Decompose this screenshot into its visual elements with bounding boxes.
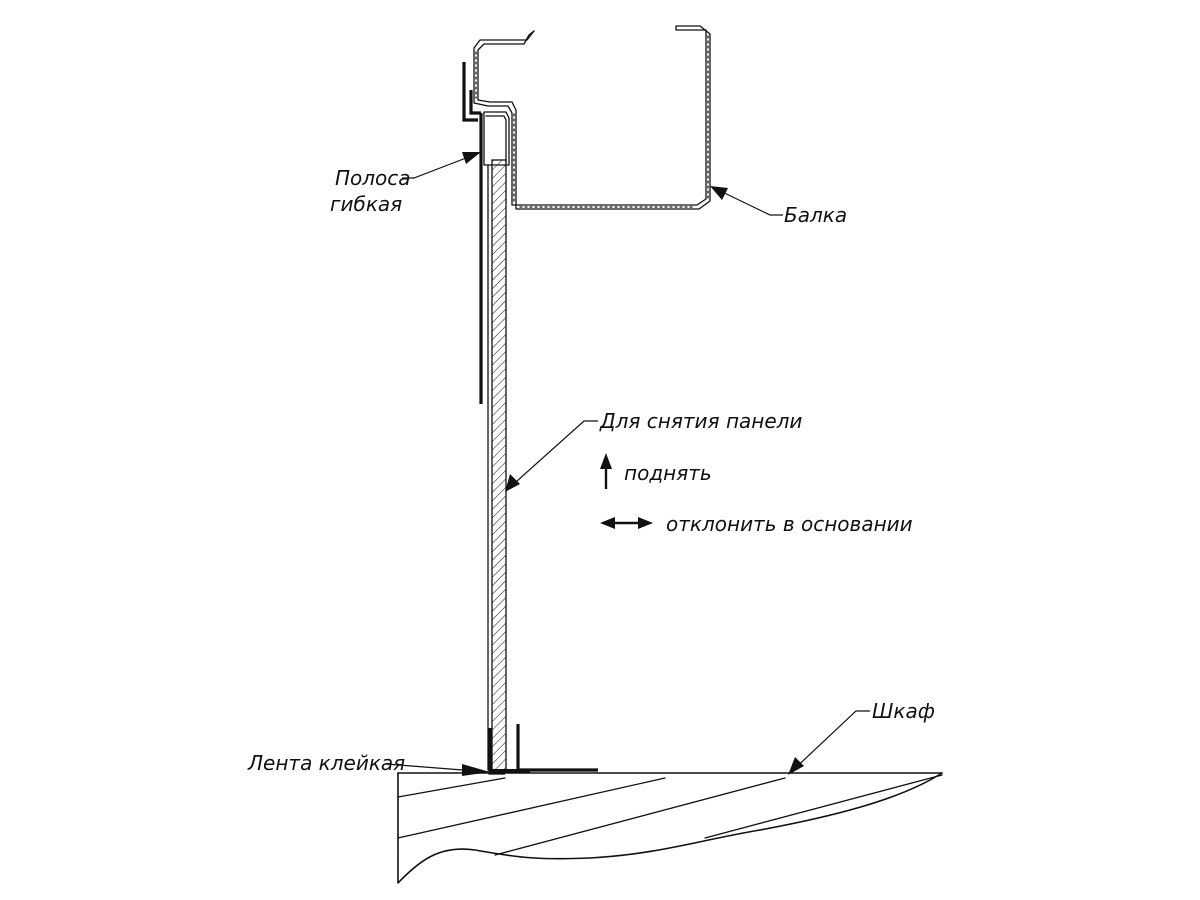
label-beam: Балка — [784, 203, 847, 227]
label-strip-line2: гибкая — [330, 192, 402, 216]
leader-beam — [710, 186, 783, 216]
double-arrow-horizontal-icon — [600, 517, 653, 529]
label-panel-removal: Для снятия панели — [599, 409, 802, 433]
arrow-up-icon — [600, 453, 612, 489]
panel — [487, 159, 507, 771]
leader-strip — [402, 152, 481, 179]
cabinet — [397, 772, 943, 884]
label-cabinet: Шкаф — [872, 699, 935, 723]
leader-panel — [505, 420, 598, 492]
label-strip-line1: Полоса — [335, 166, 411, 190]
leader-tape — [385, 763, 490, 776]
flexible-strip — [462, 62, 483, 404]
label-tape: Лента клейкая — [247, 751, 405, 775]
label-lift: поднять — [624, 461, 712, 485]
label-deflect: отклонить в основании — [666, 512, 913, 536]
leader-cabinet — [788, 710, 870, 775]
beam-profile — [473, 25, 711, 210]
panel-top-bracket — [483, 111, 510, 166]
